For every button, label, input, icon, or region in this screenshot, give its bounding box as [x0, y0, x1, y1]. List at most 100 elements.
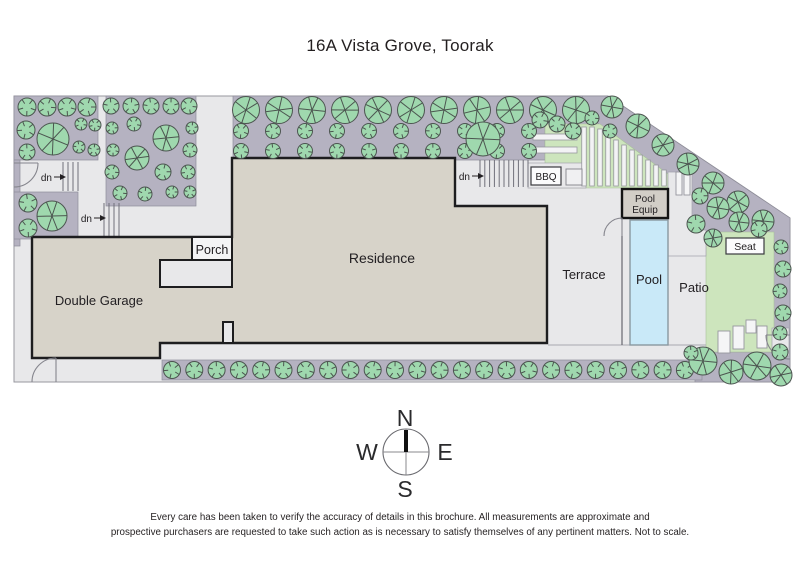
bush-icon	[363, 361, 382, 379]
bush-icon	[361, 123, 377, 139]
dn-arrow-icon	[478, 173, 484, 179]
bush-icon	[329, 143, 345, 159]
bush-icon	[180, 164, 196, 180]
disclaimer-text: Every care has been taken to verify the …	[0, 511, 800, 540]
deck-batten	[621, 144, 627, 187]
tree-icon	[742, 351, 772, 381]
bush-icon	[393, 143, 409, 159]
bush-icon	[72, 140, 86, 154]
deck-batten	[589, 126, 595, 187]
stepping-stones	[675, 171, 768, 354]
bush-icon	[265, 123, 281, 139]
bush-icon	[87, 143, 101, 157]
bbq-unit	[530, 166, 562, 186]
bush-icon	[37, 97, 57, 117]
bush-icon	[163, 361, 181, 379]
bush-icon	[430, 361, 449, 379]
bush-icon	[609, 361, 627, 379]
bush-icon	[106, 143, 120, 157]
side-gate-icon	[31, 357, 57, 383]
compass-west-label: W	[356, 439, 378, 465]
bbq-area	[530, 166, 583, 186]
tree-icon	[465, 121, 501, 157]
bush-icon	[361, 143, 377, 159]
bush-icon	[586, 361, 605, 379]
bush-icon	[521, 123, 537, 139]
bush-icon	[112, 185, 128, 201]
bush-icon	[584, 110, 600, 126]
bush-icon	[18, 218, 38, 238]
dn-label: dn	[41, 173, 52, 184]
bush-icon	[542, 361, 561, 379]
deck-batten	[613, 139, 619, 187]
stairs	[62, 160, 529, 237]
tree-icon	[463, 96, 491, 124]
bush-icon	[17, 97, 37, 117]
deck-batten	[653, 164, 659, 187]
tree-icon	[331, 96, 359, 124]
bush-icon	[686, 214, 706, 234]
bush-icon	[425, 123, 441, 139]
bush-icon	[207, 361, 226, 379]
seat-label: Seat	[734, 241, 756, 253]
bush-icon	[122, 97, 140, 115]
bush-icon	[774, 304, 792, 322]
pool-equip-label-line2: Equip	[632, 205, 658, 216]
bush-icon	[142, 97, 160, 115]
bush-icon	[296, 361, 315, 379]
dn-label: dn	[459, 172, 470, 183]
pool-label: Pool	[636, 272, 662, 287]
tree-icon	[701, 171, 725, 195]
tree-icon	[430, 96, 458, 124]
tree-icon	[706, 196, 730, 220]
disclaimer-line-1: Every care has been taken to verify the …	[150, 512, 650, 523]
tree-icon	[728, 211, 750, 233]
bush-icon	[180, 97, 198, 115]
bush-icon	[182, 142, 198, 158]
bush-icon	[265, 143, 281, 159]
double-garage-label: Double Garage	[55, 293, 143, 308]
bush-icon	[185, 121, 199, 135]
deck-batten	[605, 133, 611, 187]
bush-icon	[165, 185, 179, 199]
tree-icon	[152, 124, 180, 152]
bush-icon	[653, 361, 672, 379]
dn-label: dn	[81, 214, 92, 225]
tree-icon	[496, 96, 524, 124]
bush-icon	[564, 361, 583, 379]
bush-icon	[548, 115, 566, 133]
bush-icon	[274, 361, 293, 379]
bush-icon	[497, 361, 516, 379]
terrace-label: Terrace	[562, 267, 605, 282]
bush-icon	[329, 123, 345, 139]
bush-icon	[774, 260, 792, 278]
bush-icon	[602, 123, 618, 139]
buildings	[30, 156, 549, 360]
pool-area	[548, 187, 706, 346]
building-notch-upper	[159, 259, 233, 288]
bush-icon	[771, 343, 789, 361]
front-gate-icon	[13, 162, 39, 188]
bush-icon	[408, 361, 427, 379]
tree-icon	[364, 96, 392, 124]
bush-icon	[74, 117, 88, 131]
compass-rose: N S W E	[356, 405, 453, 502]
seat-bench	[725, 237, 765, 255]
tree-icon	[124, 145, 150, 171]
bush-icon	[319, 361, 338, 379]
bush-icon	[386, 361, 404, 379]
tree-icon	[718, 359, 744, 385]
tree-icon	[726, 190, 750, 214]
stepping-stone	[717, 330, 731, 354]
residence-label: Residence	[349, 250, 415, 266]
page-title: 16A Vista Grove, Toorak	[306, 36, 494, 55]
plan-labels: Residence Double Garage Porch Terrace Po…	[55, 172, 756, 308]
disclaimer-line-2: prospective purchasers are requested to …	[110, 526, 690, 538]
bush-icon	[88, 118, 102, 132]
bush-icon	[137, 186, 153, 202]
bush-icon	[252, 361, 271, 379]
tree-icon	[676, 152, 700, 176]
deck-batten	[645, 159, 651, 187]
bbq-label: BBQ	[535, 172, 556, 183]
